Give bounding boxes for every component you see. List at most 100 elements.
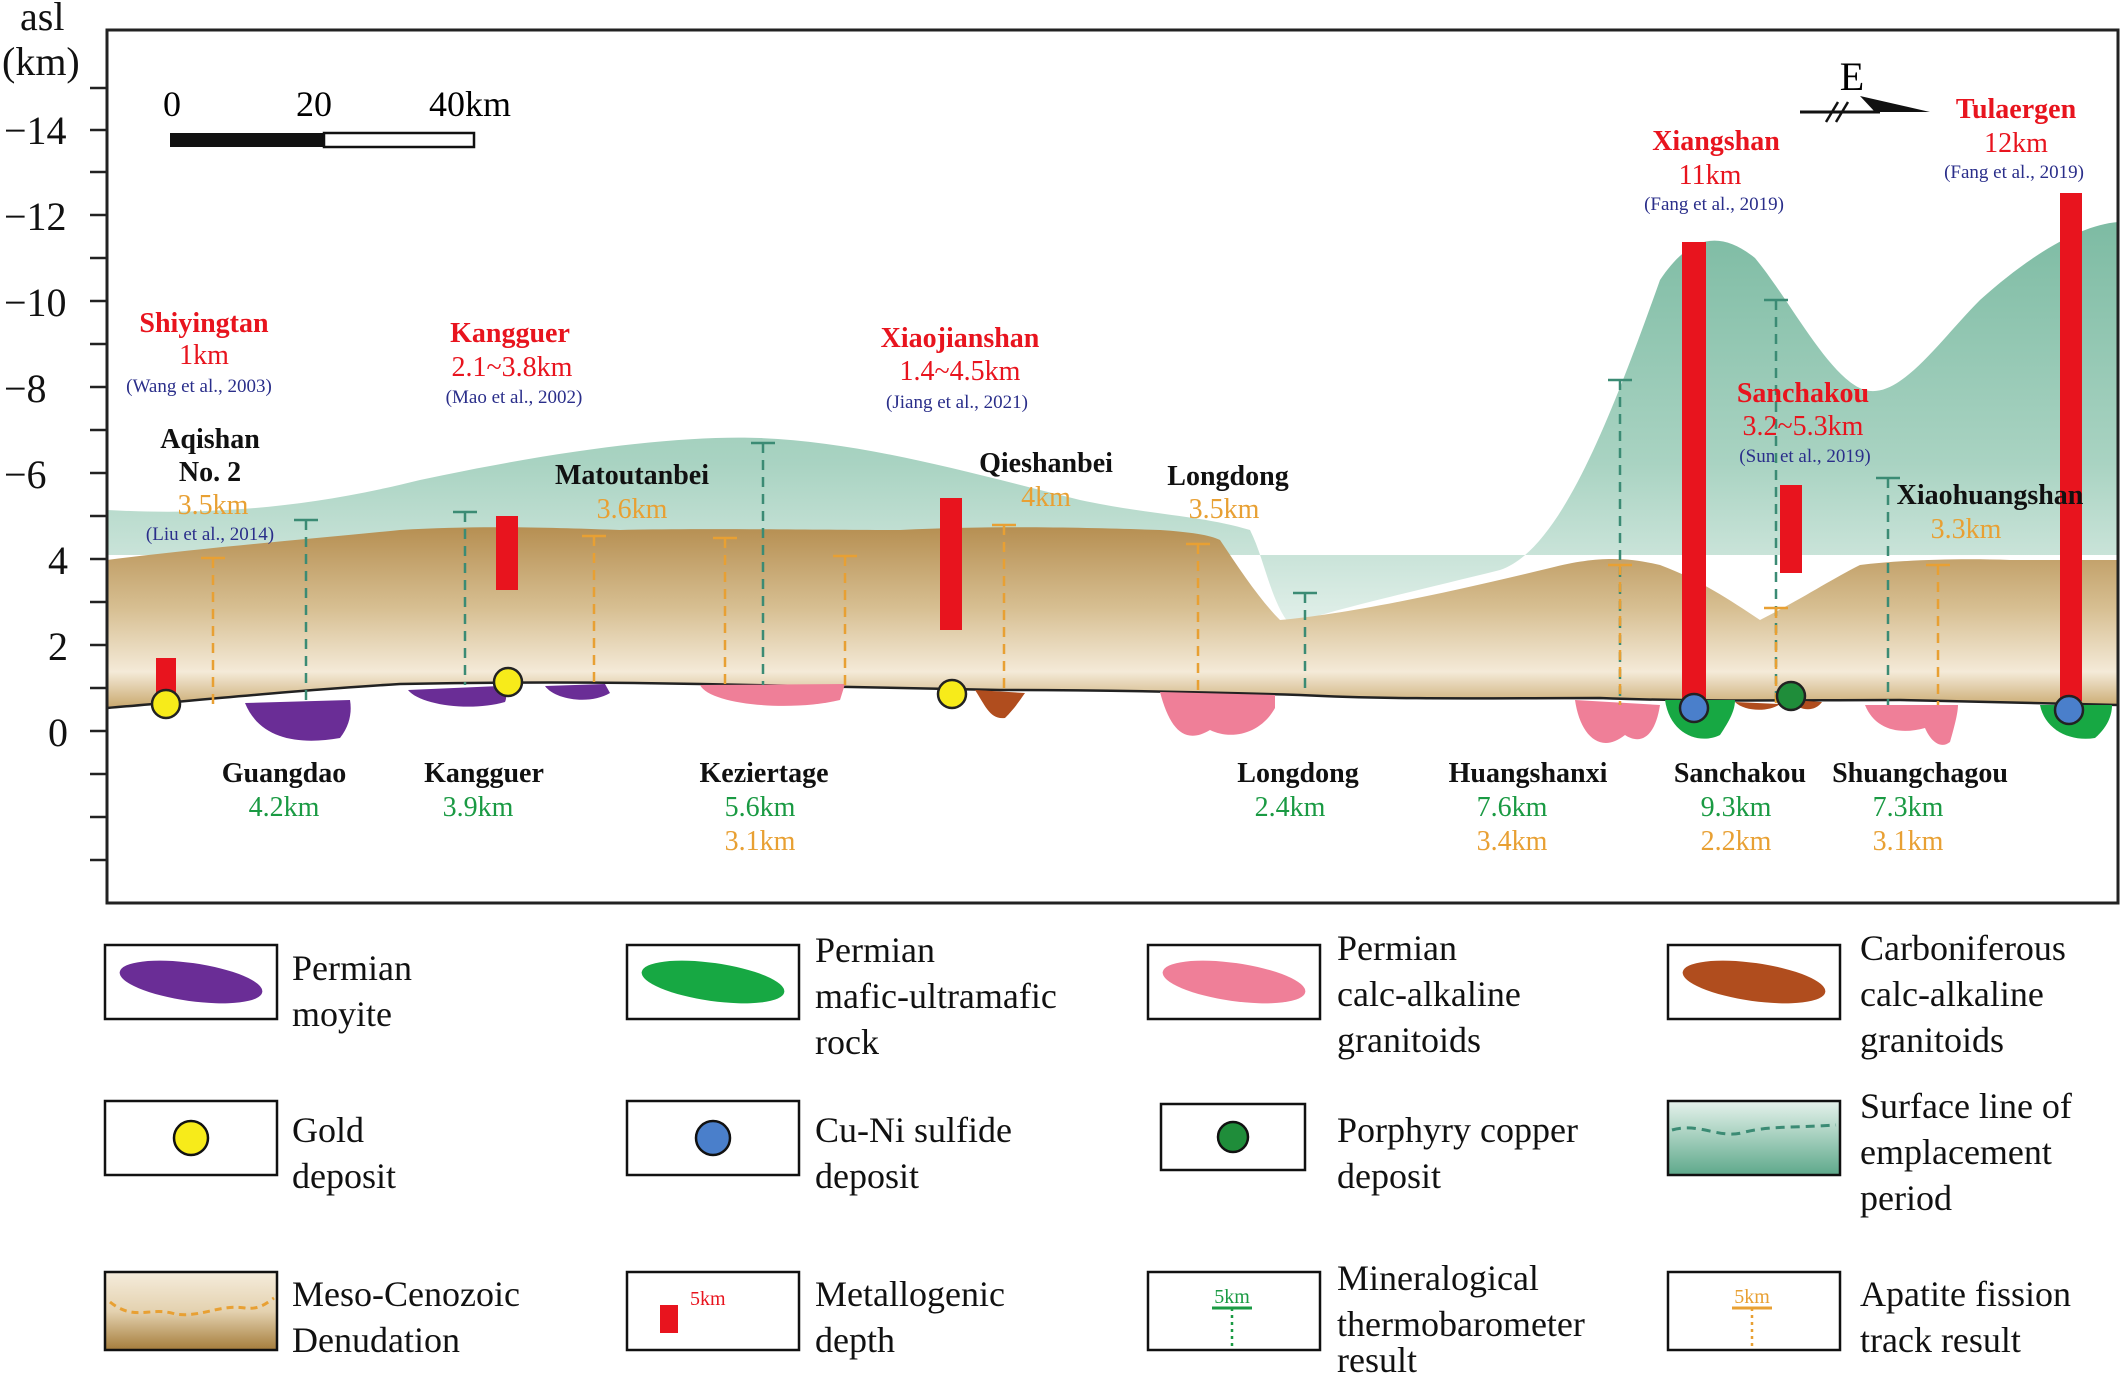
legend-text: deposit [1337, 1156, 1441, 1196]
site-name: Xiaojianshan [881, 323, 1040, 354]
aft-depth: 3.4km [1477, 826, 1548, 857]
site-label-qieshanbei: Qieshanbei 4km [979, 448, 1113, 513]
site-reference: (Wang et al., 2003) [126, 376, 272, 397]
scale-label: 20 [296, 84, 332, 124]
legend-item-carboniferous: Carboniferous calc-alkaline granitoids [1666, 928, 2066, 1060]
legend-text: rock [815, 1022, 879, 1062]
y-tick-label: −6 [4, 452, 47, 497]
legend-text: Cu-Ni sulfide [815, 1110, 1012, 1150]
lower-label-longdong: Longdong 2.4km [1237, 758, 1358, 823]
lower-label-kangguer: Kangguer 3.9km [424, 758, 544, 823]
legend-swatch-box [1146, 1270, 1322, 1352]
legend-text: depth [815, 1320, 895, 1360]
site-reference: (Sun et al., 2019) [1739, 446, 1870, 467]
site-depth: 12km [1984, 128, 2048, 159]
lower-label-shuangchagou: Shuangchagou 7.3km 3.1km [1832, 758, 2008, 857]
legend-text: Surface line of [1860, 1086, 2072, 1126]
thermo-depth: 2.4km [1255, 792, 1326, 823]
gold-deposit [936, 678, 968, 710]
permian-calc-alkaline-granitoid-body [1575, 700, 1660, 743]
legend-text: Meso-Cenozoic [292, 1274, 520, 1314]
y-tick-label: 2 [48, 624, 68, 669]
legend-item-metallogenic-depth: 5km Metallogenic depth [625, 1270, 1005, 1360]
permian-calc-alkaline-granitoid-body [1865, 705, 1958, 745]
legend-text: Permian [292, 948, 412, 988]
legend-text: deposit [292, 1156, 396, 1196]
legend-icon-label: 5km [1214, 1286, 1250, 1308]
y-axis-labels: asl (km) −14 −12 −10 −8 −6 4 2 0 [2, 0, 80, 755]
legend-text: period [1860, 1178, 1952, 1218]
denudation-layer [107, 527, 2118, 708]
legend-text: moyite [292, 994, 392, 1034]
gold-deposit [150, 688, 182, 720]
surface-swatch [1666, 1099, 1842, 1177]
site-label-longdong-upper: Longdong 3.5km [1167, 461, 1288, 525]
site-depth: 1km [179, 340, 229, 371]
site-label-xiaojianshan: Xiaojianshan 1.4~4.5km (Jiang et al., 20… [881, 323, 1040, 413]
legend-item-porphyry-copper: Porphyry copper deposit [1159, 1102, 1578, 1196]
y-tick-label: 4 [48, 538, 68, 583]
legend-text: result [1337, 1340, 1417, 1378]
cu-ni-deposit-icon [694, 1119, 732, 1157]
site-name: Sanchakou [1674, 758, 1806, 789]
site-name: Longdong [1167, 461, 1288, 492]
legend-item-permian-moyite: Permian moyite [103, 943, 412, 1034]
site-name: Qieshanbei [979, 448, 1113, 479]
site-name: Sanchakou [1737, 378, 1869, 409]
site-depth: 2.1~3.8km [452, 352, 573, 383]
legend-swatch-box [625, 1270, 801, 1352]
thermo-depth: 7.6km [1477, 792, 1548, 823]
legend-text: track result [1860, 1320, 2021, 1360]
site-name: Aqishan [160, 424, 260, 455]
metallogenic-depth-bars [156, 193, 2082, 703]
legend-text: calc-alkaline [1860, 974, 2044, 1014]
legend-item-mineralogical-thermobarometer: 5km Mineralogical thermobarometer result [1146, 1258, 1585, 1378]
legend-swatch-box [1666, 1270, 1842, 1352]
legend-icon-label: 5km [1734, 1286, 1770, 1308]
site-reference: (Jiang et al., 2021) [886, 392, 1028, 413]
lower-label-sanchakou: Sanchakou 9.3km 2.2km [1674, 758, 1806, 857]
site-label-shiyingtan: Shiyingtan 1km (Wang et al., 2003) [126, 308, 272, 397]
direction-label: E [1840, 54, 1864, 99]
site-name: Huangshanxi [1449, 758, 1608, 789]
carboniferous-swatch [1682, 960, 1826, 1004]
direction-arrow: E [1800, 54, 1930, 123]
legend-text: Metallogenic [815, 1274, 1005, 1314]
site-label-sanchakou-upper: Sanchakou 3.2~5.3km (Sun et al., 2019) [1737, 378, 1871, 467]
y-tick-label: −12 [4, 194, 67, 239]
permian-moyite-body [408, 686, 507, 707]
site-name: Kangguer [450, 318, 570, 349]
thermo-depth: 9.3km [1701, 792, 1772, 823]
lower-label-huangshanxi: Huangshanxi 7.6km 3.4km [1449, 758, 1608, 857]
legend-item-denudation: Meso-Cenozoic Denudation [103, 1270, 520, 1360]
thermo-depth: 7.3km [1873, 792, 1944, 823]
y-tick-label: 0 [48, 710, 68, 755]
site-name: Shiyingtan [139, 308, 269, 339]
site-depth: 3.3km [1931, 514, 2002, 545]
lower-label-keziertage: Keziertage 5.6km 3.1km [699, 758, 828, 857]
site-label-tulaergen: Tulaergen 12km (Fang et al., 2019) [1944, 94, 2084, 183]
porphyry-deposit-icon [1216, 1120, 1250, 1154]
site-depth: 4km [1021, 482, 1071, 513]
denudation-swatch [103, 1270, 279, 1352]
site-label-aqishan: Aqishan No. 2 3.5km (Liu et al., 2014) [146, 424, 274, 545]
site-depth: 3.6km [597, 494, 668, 525]
legend-item-apatite-fission-track: 5km Apatite fission track result [1666, 1270, 2071, 1360]
legend-text: Porphyry copper [1337, 1110, 1578, 1150]
site-label-kangguer-upper: Kangguer 2.1~3.8km (Mao et al., 2002) [446, 318, 583, 408]
scale-label: 0 [163, 84, 181, 124]
aft-depth: 3.1km [1873, 826, 1944, 857]
legend-text: Permian [1337, 928, 1457, 968]
legend-text: mafic-ultramafic [815, 976, 1057, 1016]
aft-depth: 2.2km [1701, 826, 1772, 857]
mafic-swatch [641, 960, 785, 1004]
permian-moyite-body [245, 700, 351, 741]
legend-text: Mineralogical [1337, 1258, 1539, 1298]
legend-swatch-box [625, 1099, 801, 1177]
lower-label-guangdao: Guangdao 4.2km [222, 758, 347, 823]
gold-deposit [492, 666, 524, 698]
permian-calc-alkaline-granitoid-body [1160, 692, 1275, 736]
porphyry-copper-deposit [1775, 680, 1807, 712]
cu-ni-sulfide-deposit [1678, 692, 1710, 724]
